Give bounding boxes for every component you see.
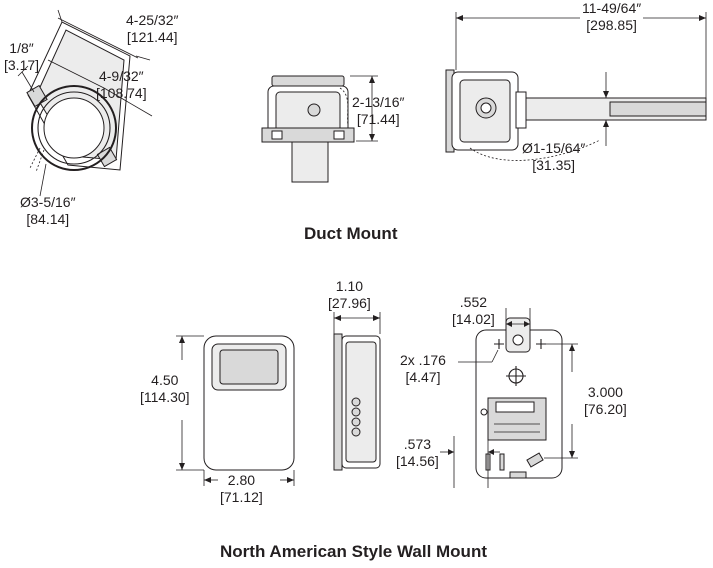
wall-hole-spacing-dimension: 3.000 [76.20]: [584, 384, 627, 417]
wall-side-view: [333, 312, 381, 471]
wall-bottom-offset-dimension: .573 [14.56]: [396, 436, 439, 469]
duct-probe-view: [445, 12, 707, 161]
duct-overall-length-dimension: 4-25/32″ [121.44]: [126, 12, 179, 45]
wall-front-view: [176, 335, 295, 486]
duct-height-dimension: 2-13/16″ [71.44]: [352, 94, 405, 127]
duct-diameter-dimension: Ø3-5/16″ [84.14]: [20, 194, 76, 227]
wall-depth-dimension: 1.10 [27.96]: [328, 278, 371, 311]
wall-height-dimension: 4.50 [114.30]: [140, 372, 190, 405]
duct-angled-view: [17, 9, 153, 197]
probe-length-dimension: 11-49/64″ [298.85]: [580, 0, 644, 34]
duct-mount-caption: Duct Mount: [304, 224, 398, 243]
probe-diameter-dimension: Ø1-15/64″ [31.35]: [522, 140, 586, 173]
wall-hole-size-dimension: 2x .176 [4.47]: [400, 352, 446, 385]
wall-width-dimension: 2.80 [71.12]: [220, 472, 263, 505]
wall-back-view: [440, 308, 578, 488]
wall-mount-caption: North American Style Wall Mount: [220, 542, 487, 561]
wall-slot-width-dimension: .552 [14.02]: [452, 294, 495, 327]
duct-inner-length-dimension: 4-9/32″ [108.74]: [96, 68, 147, 101]
duct-flange-dimension: 1/8″ [3.17]: [4, 40, 40, 73]
duct-side-view: [261, 75, 378, 183]
